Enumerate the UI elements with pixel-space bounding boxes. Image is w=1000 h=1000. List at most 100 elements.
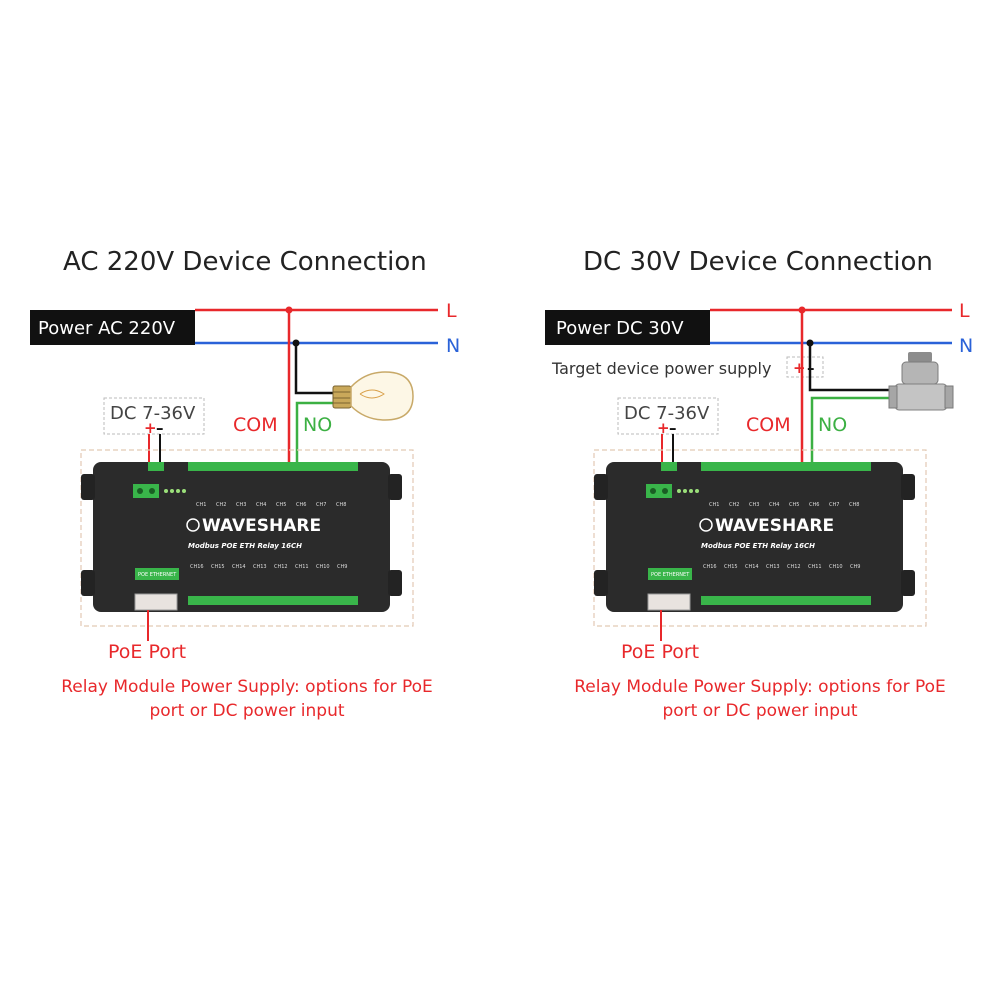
dc-minus: – (156, 419, 164, 437)
dc-input-label: DC 7-36V (624, 403, 710, 424)
top-channel-labels: CH1 CH2 CH3 CH4 CH5 CH6 CH7 CH8 (709, 502, 859, 508)
waveshare-logo-icon (699, 518, 713, 532)
light-bulb-icon (332, 371, 414, 421)
panel-title: AC 220V Device Connection (63, 247, 427, 277)
no-label: NO (818, 414, 847, 436)
line-label: L (446, 300, 457, 322)
poe-ethernet-port (647, 593, 691, 611)
channel-label: CH1 (196, 502, 206, 508)
poe-ethernet-label: POE ETHERNET (651, 572, 690, 578)
channel-label: CH16 (703, 564, 717, 570)
mount-tab (594, 474, 608, 500)
dc-plus: + (144, 419, 157, 437)
module-outline (593, 449, 927, 627)
poe-ethernet-badge (648, 568, 692, 580)
channel-label: CH3 (749, 502, 759, 508)
line-label: L (959, 300, 970, 322)
mount-tab (81, 474, 95, 500)
channel-label: CH8 (849, 502, 859, 508)
channel-label: CH2 (216, 502, 226, 508)
com-label: COM (233, 414, 278, 436)
channel-label: CH7 (829, 502, 839, 508)
channel-label: CH13 (253, 564, 267, 570)
dc-plus: + (657, 419, 670, 437)
target-supply-label: Target device power supply (551, 359, 771, 378)
no-wire (295, 401, 335, 462)
channel-label: CH15 (211, 564, 225, 570)
bottom-channel-labels: CH16 CH15 CH14 CH13 CH12 CH11 CH10 CH9 (703, 564, 860, 570)
channel-label: CH1 (709, 502, 719, 508)
brand-label: WAVESHARE (202, 516, 321, 536)
relay-module: CH1 CH2 CH3 CH4 CH5 CH6 CH7 CH8 WAVESHAR… (81, 462, 402, 612)
top-terminal-strip (188, 462, 358, 471)
power-note-line-1: Relay Module Power Supply: options for P… (61, 677, 433, 697)
waveshare-logo-icon (186, 518, 200, 532)
channel-label: CH4 (256, 502, 266, 508)
channel-label: CH14 (745, 564, 759, 570)
brand-label: WAVESHARE (715, 516, 834, 536)
poe-port-label: PoE Port (621, 641, 699, 663)
mount-tab (388, 570, 402, 596)
com-label: COM (746, 414, 791, 436)
bottom-terminal-strip (188, 596, 358, 605)
channel-label: CH3 (236, 502, 246, 508)
top-channel-labels: CH1 CH2 CH3 CH4 CH5 CH6 CH7 CH8 (196, 502, 346, 508)
load-neutral-wire (294, 343, 335, 395)
channel-label: CH12 (787, 564, 801, 570)
channel-label: CH4 (769, 502, 779, 508)
mount-tab (81, 570, 95, 596)
power-label-box (545, 310, 710, 345)
poe-ethernet-badge (135, 568, 179, 580)
solenoid-valve-icon (888, 352, 954, 411)
panel-dc: DC 30V Device Connection Power DC 30V L … (545, 247, 973, 721)
target-supply-box (786, 356, 824, 378)
channel-label: CH6 (809, 502, 819, 508)
no-wire (810, 396, 893, 462)
neutral-label: N (959, 335, 973, 357)
power-connector (133, 484, 159, 498)
channel-label: CH10 (316, 564, 330, 570)
bottom-terminal-strip (701, 596, 871, 605)
channel-label: CH2 (729, 502, 739, 508)
relay-module: CH1 CH2 CH3 CH4 CH5 CH6 CH7 CH8 WAVESHAR… (594, 462, 915, 612)
dc-input-box (103, 397, 205, 435)
channel-label: CH5 (789, 502, 799, 508)
mount-tab (901, 474, 915, 500)
channel-label: CH7 (316, 502, 326, 508)
poe-port-label: PoE Port (108, 641, 186, 663)
power-connector (646, 484, 672, 498)
module-outline (80, 449, 414, 627)
panel-ac: AC 220V Device Connection Power AC 220V … (30, 247, 460, 721)
channel-label: CH14 (232, 564, 246, 570)
channel-label: CH6 (296, 502, 306, 508)
poe-ethernet-label: POE ETHERNET (138, 572, 177, 578)
neutral-label: N (446, 335, 460, 357)
no-label: NO (303, 414, 332, 436)
channel-label: CH8 (336, 502, 346, 508)
mount-tab (388, 474, 402, 500)
bottom-channel-labels: CH16 CH15 CH14 CH13 CH12 CH11 CH10 CH9 (190, 564, 347, 570)
mount-tab (594, 570, 608, 596)
load-neutral-wire (808, 343, 893, 392)
power-label-box (30, 310, 195, 345)
power-note-line-2: port or DC power input (149, 701, 344, 721)
channel-label: CH13 (766, 564, 780, 570)
channel-label: CH10 (829, 564, 843, 570)
panel-title: DC 30V Device Connection (583, 247, 933, 277)
channel-label: CH9 (850, 564, 860, 570)
channel-label: CH12 (274, 564, 288, 570)
target-plus: + (793, 359, 806, 377)
channel-label: CH9 (337, 564, 347, 570)
dc-input-label: DC 7-36V (110, 403, 196, 424)
power-terminal (661, 462, 677, 471)
model-label: Modbus POE ETH Relay 16CH (701, 542, 815, 550)
power-note-line-2: port or DC power input (662, 701, 857, 721)
status-leds (164, 489, 186, 493)
mount-tab (901, 570, 915, 596)
poe-ethernet-port (134, 593, 178, 611)
top-terminal-strip (701, 462, 871, 471)
model-label: Modbus POE ETH Relay 16CH (188, 542, 302, 550)
dc-minus: – (669, 419, 677, 437)
power-label: Power DC 30V (556, 318, 684, 339)
